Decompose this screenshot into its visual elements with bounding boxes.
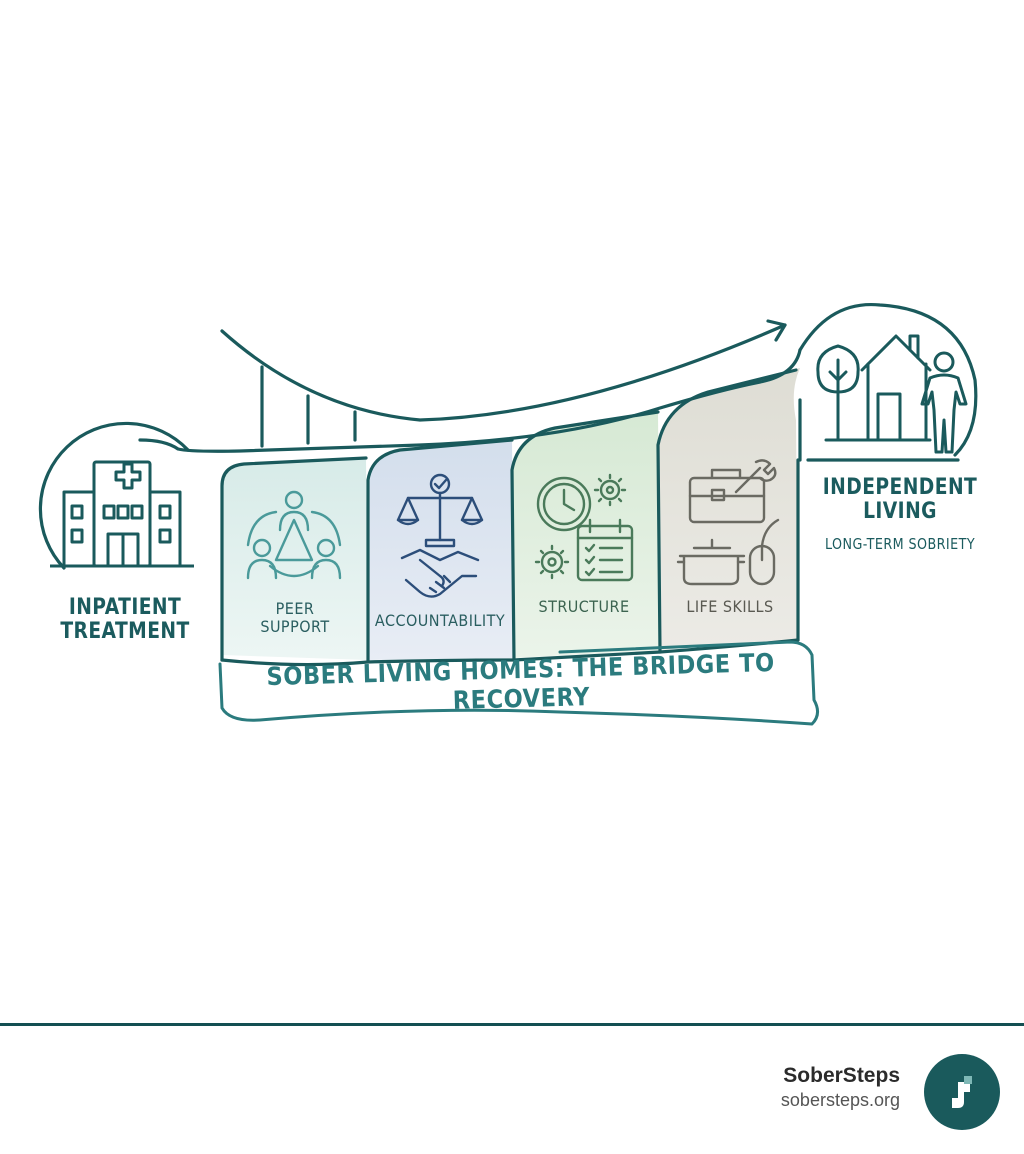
pillar-label-structure: STRUCTURE: [538, 597, 630, 616]
end-sublabel: LONG-TERM SOBRIETY: [824, 535, 976, 553]
peer-group-icon: [246, 490, 342, 580]
house-tree-person-icon: [816, 334, 968, 454]
hospital-icon: [50, 460, 194, 568]
pillar-structure: [512, 412, 660, 658]
toolbox-pot-mouse-icon: [676, 459, 780, 586]
bridge-cable: [220, 323, 787, 422]
start-label: INPATIENT TREATMENT: [60, 595, 190, 645]
end-label: INDEPENDENT LIVING: [822, 475, 978, 525]
scales-handshake-icon: [396, 473, 484, 598]
pillar-label-accountability: ACCOUNTABILITY: [374, 611, 506, 630]
bridge-deck: [138, 348, 802, 453]
clock-calendar-icon: [534, 473, 634, 582]
pillar-life-skills: [658, 368, 800, 650]
brand-name: SoberSteps: [783, 1064, 900, 1087]
footer-divider: [0, 1023, 1024, 1026]
arrow-head: [766, 319, 787, 342]
footer-brand: SoberSteps sobersteps.org: [781, 1064, 900, 1111]
pillar-label-peer-support: PEER SUPPORT: [260, 599, 330, 636]
brand-url[interactable]: sobersteps.org: [780, 1090, 900, 1110]
brand-logo-icon: [924, 1054, 1000, 1130]
pillar-label-life-skills: LIFE SKILLS: [686, 597, 774, 616]
start-circle: [38, 421, 190, 570]
pillar-accountability: [368, 440, 514, 660]
end-circle: [798, 302, 978, 457]
pillar-panels: [222, 368, 800, 660]
recovery-bridge-diagram: INPATIENT TREATMENT INDEPENDENT LIVING L…: [38, 302, 978, 726]
banner-ribbon: [218, 640, 819, 726]
